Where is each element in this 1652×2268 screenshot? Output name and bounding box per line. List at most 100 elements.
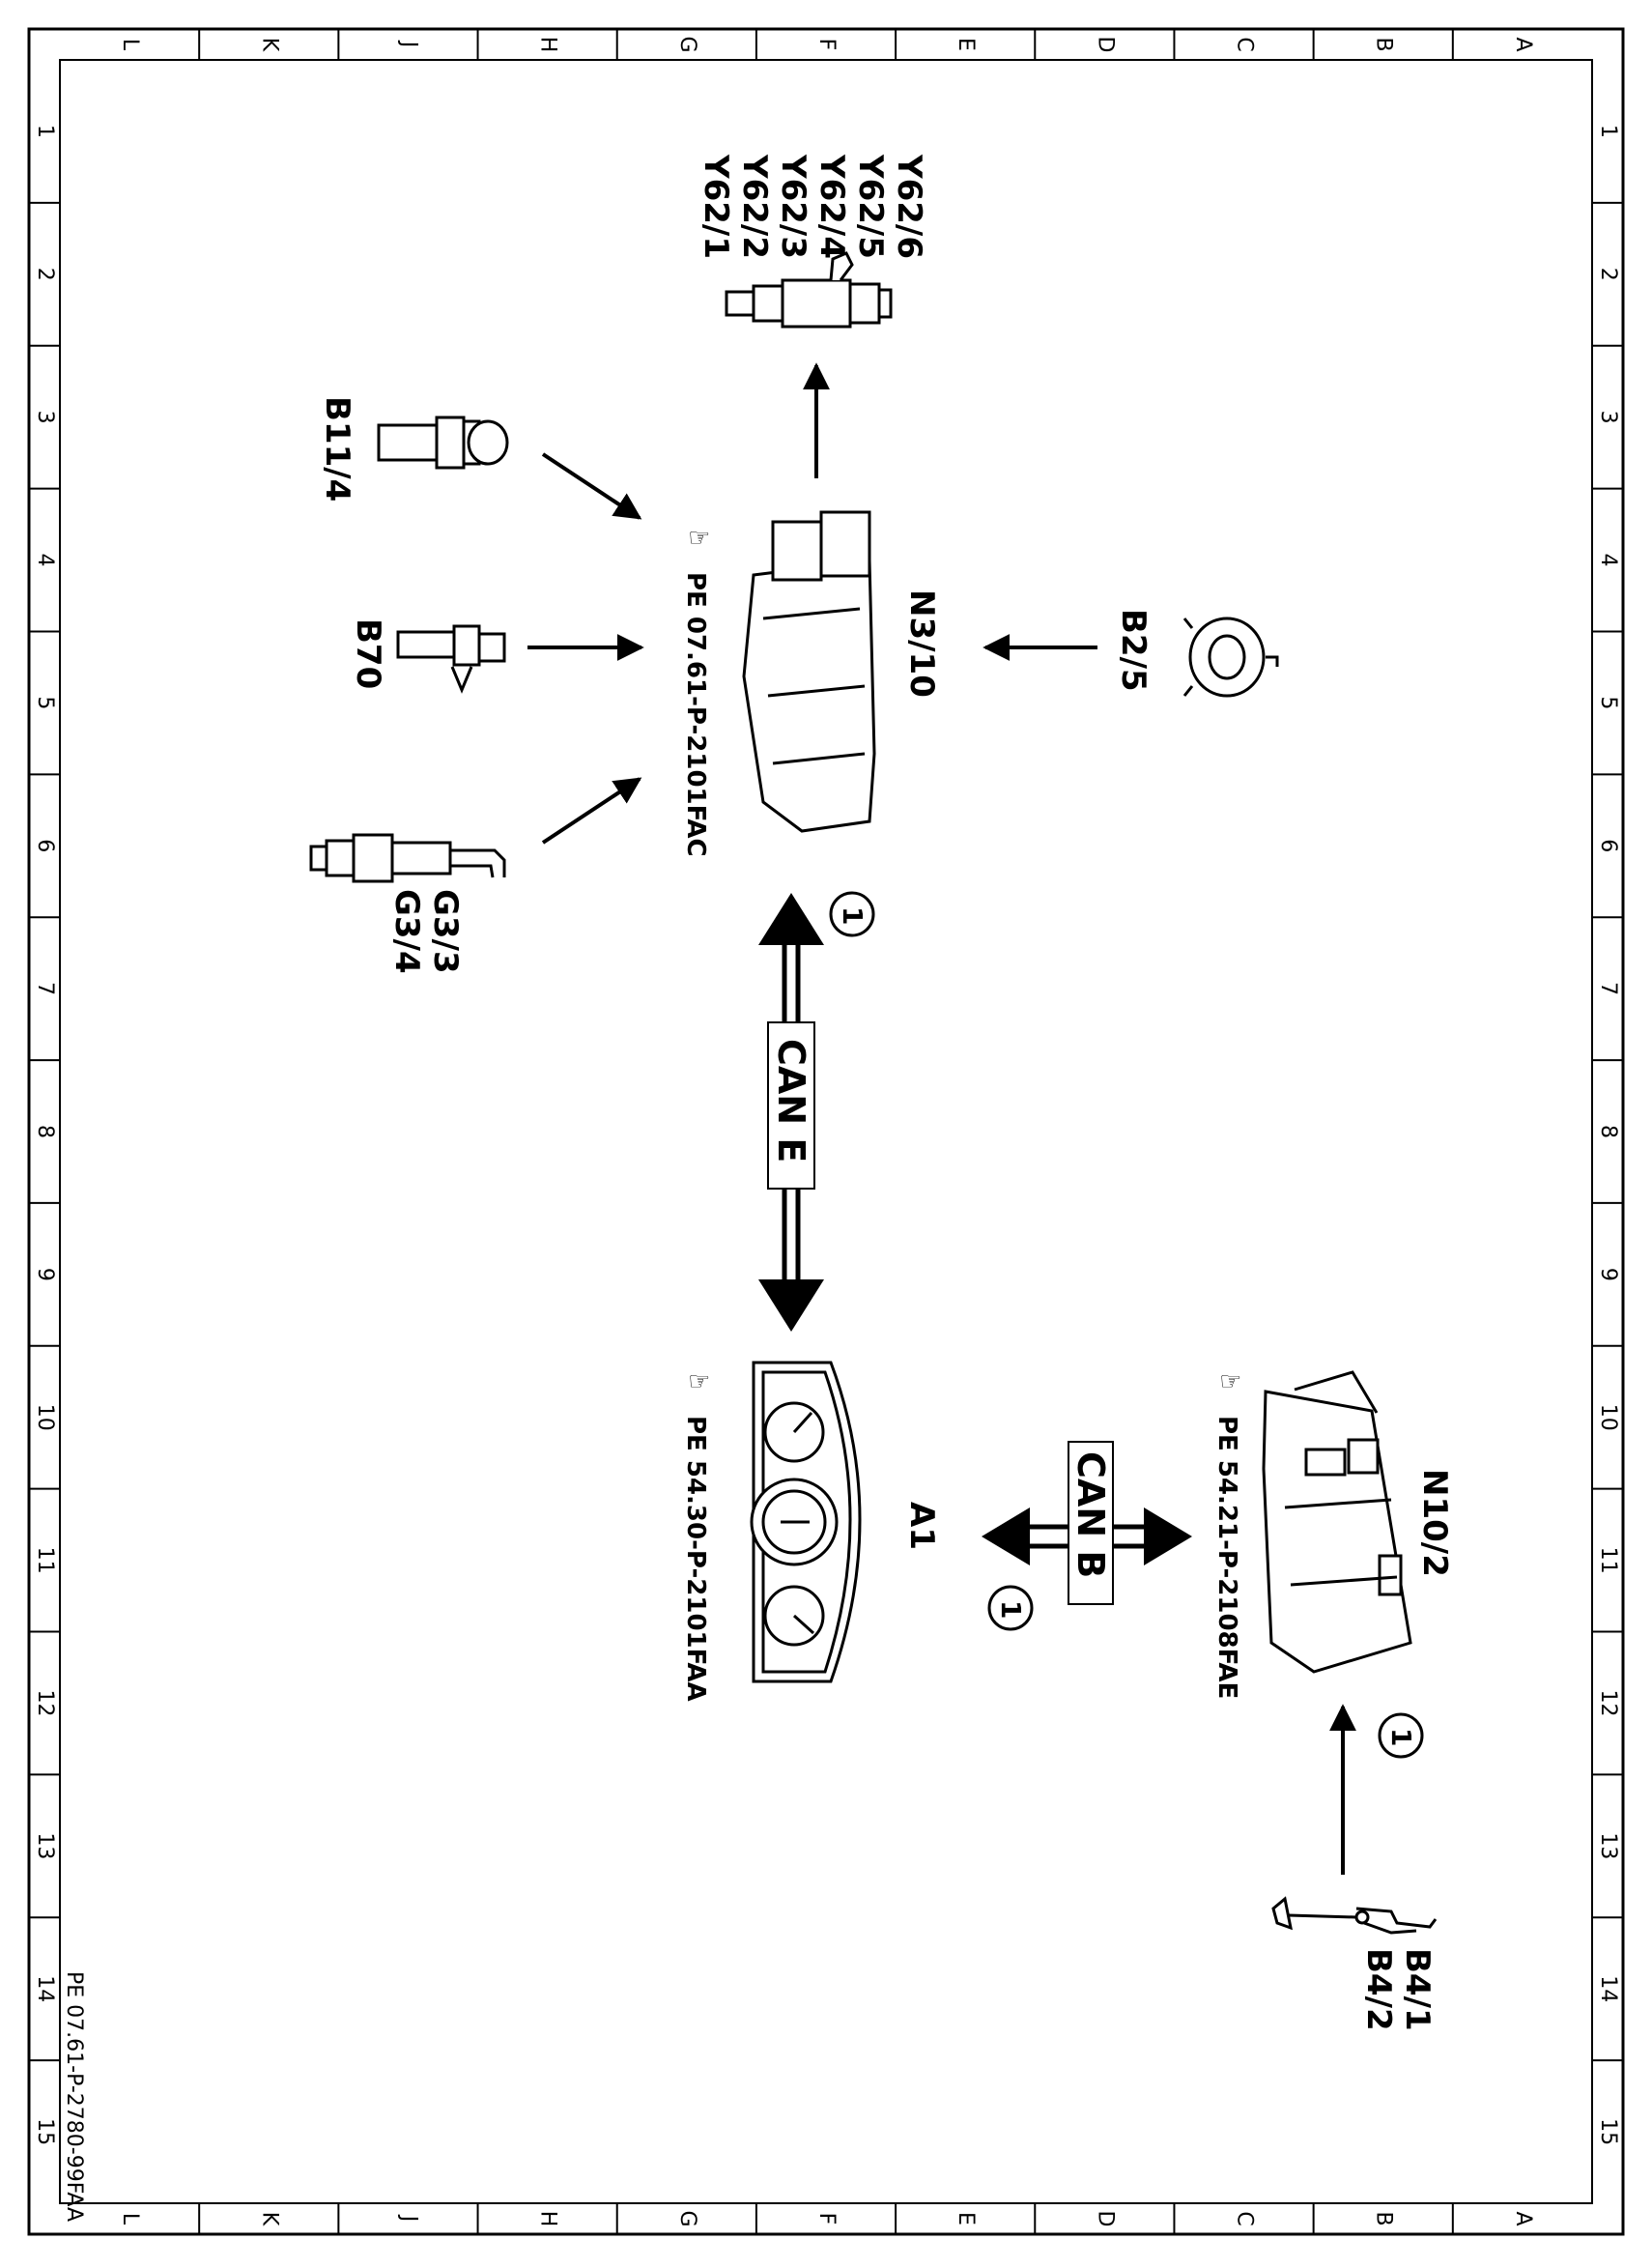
zone-row-label-right: 7: [1596, 982, 1620, 995]
zone-row-label-left: 1: [33, 125, 57, 138]
zone-col-label-bottom: G: [675, 2210, 699, 2226]
zone-col-label-top: K: [257, 38, 281, 52]
zone-col-label-bottom: J: [396, 2214, 420, 2223]
zone-row-label-left: 13: [33, 1832, 57, 1859]
zone-row-label-right: 11: [1596, 1547, 1620, 1574]
zone-row-label-right: 15: [1596, 2118, 1620, 2145]
callout-1-can-e: [829, 891, 875, 937]
zone-row-label-right: 6: [1596, 839, 1620, 852]
zone-col-label-bottom: K: [257, 2212, 281, 2226]
arrow-b11-4: [541, 452, 642, 520]
label-b2-5: B2/5: [1114, 609, 1153, 692]
label-g3-4: G3/4: [387, 889, 426, 974]
can-e-bus: [758, 893, 824, 1332]
callout-1-can-b-text: 1: [995, 1600, 1027, 1619]
inner-frame: [59, 59, 1593, 2204]
zone-row-label-left: 6: [33, 839, 57, 852]
label-y62-5: Y62/5: [851, 154, 890, 259]
label-y62-6: Y62/6: [890, 154, 928, 259]
outer-frame: [27, 27, 1625, 2236]
zone-col-label-top: B: [1372, 37, 1396, 51]
zone-row-label-right: 5: [1596, 696, 1620, 709]
zone-col-label-top: D: [1093, 37, 1117, 53]
sensor-b11-4-icon: [377, 416, 509, 470]
callout-1-b4-text: 1: [1385, 1728, 1417, 1746]
zone-row-label-right: 14: [1596, 1975, 1620, 2002]
zone-col-label-top: L: [118, 39, 142, 51]
zone-row-label-right: 10: [1596, 1404, 1620, 1431]
zone-row-label-right: 12: [1596, 1689, 1620, 1716]
zone-row-label-left: 4: [33, 554, 57, 567]
label-y62-4: Y62/4: [812, 154, 851, 259]
injector-y62-icon: [725, 251, 893, 329]
column-ticks: [198, 29, 1454, 2234]
zone-col-label-bottom: E: [954, 2212, 978, 2225]
zone-col-label-top: C: [1233, 37, 1257, 51]
zone-row-label-right: 4: [1596, 554, 1620, 567]
zone-row-label-left: 5: [33, 696, 57, 709]
zone-row-label-left: 9: [33, 1268, 57, 1281]
label-b4-2: B4/2: [1359, 1948, 1398, 2031]
label-n3-10: N3/10: [902, 589, 941, 698]
ref-n10-2: PE 54.21-P-2108FAE: [1212, 1416, 1241, 1699]
zone-row-label-right: 2: [1596, 268, 1620, 281]
zone-row-label-left: 3: [33, 411, 57, 424]
zone-col-label-bottom: B: [1372, 2211, 1396, 2225]
zone-col-label-top: A: [1511, 37, 1535, 51]
ref-n3-10: PE 07.61-P-2101FAC: [681, 572, 710, 857]
zone-col-label-bottom: A: [1511, 2211, 1535, 2225]
label-y62-2: Y62/2: [735, 154, 774, 259]
label-can-b: CAN B: [1069, 1451, 1112, 1578]
callout-1-can-e-text: 1: [837, 906, 869, 925]
ref-hand-icon-a1: ☞: [688, 1367, 710, 1396]
zone-col-label-top: H: [536, 37, 560, 53]
can-b-bus: [982, 1441, 1192, 1605]
zone-col-label-top: F: [814, 39, 839, 51]
callout-1-can-b: [987, 1585, 1034, 1631]
zone-col-label-bottom: D: [1093, 2211, 1117, 2227]
label-y62-3: Y62/3: [774, 154, 812, 259]
sensor-b4-icon: [1271, 1896, 1438, 1935]
zone-col-label-bottom: C: [1233, 2211, 1257, 2225]
sensor-b70-icon: [396, 624, 506, 694]
oxygen-sensor-g3-icon: [309, 833, 506, 883]
ref-hand-icon-n10-2: ☞: [1219, 1367, 1241, 1396]
zone-row-label-left: 7: [33, 982, 57, 995]
ecu-n3-10-icon: [742, 510, 876, 833]
zone-row-label-right: 1: [1596, 125, 1620, 138]
sensor-b2-5-icon: [1182, 617, 1279, 698]
label-b4-1: B4/1: [1398, 1948, 1437, 2031]
zone-row-label-left: 12: [33, 1689, 57, 1716]
zone-row-label-right: 3: [1596, 411, 1620, 424]
instrument-cluster-a1-icon: [750, 1361, 862, 1683]
zone-row-label-left: 11: [33, 1547, 57, 1574]
arrow-g3: [541, 777, 642, 845]
zone-row-label-left: 10: [33, 1404, 57, 1431]
label-n10-2: N10/2: [1415, 1469, 1454, 1577]
label-b11-4: B11/4: [318, 396, 356, 502]
label-b70: B70: [349, 618, 387, 689]
zone-row-label-right: 13: [1596, 1832, 1620, 1859]
zone-row-label-left: 8: [33, 1125, 57, 1138]
ref-hand-icon-n3-10: ☞: [688, 524, 710, 553]
zone-col-label-bottom: F: [814, 2213, 839, 2225]
zone-row-label-left: 2: [33, 268, 57, 281]
label-g3-3: G3/3: [426, 889, 465, 974]
callout-1-b4: [1378, 1712, 1424, 1759]
module-n10-2-icon: [1262, 1370, 1412, 1674]
zone-col-label-top: J: [396, 40, 420, 48]
label-a1: A1: [902, 1502, 941, 1550]
label-y62-1: Y62/1: [697, 154, 735, 259]
zone-col-label-bottom: H: [536, 2211, 560, 2227]
zone-col-label-top: G: [675, 36, 699, 52]
zone-row-label-left: 15: [33, 2118, 57, 2145]
zone-col-label-bottom: L: [118, 2213, 142, 2225]
zone-row-label-right: 8: [1596, 1125, 1620, 1138]
ref-a1: PE 54.30-P-2101FAA: [681, 1416, 710, 1702]
row-ticks: [29, 201, 1623, 2062]
zone-row-label-left: 14: [33, 1975, 57, 2002]
zone-col-label-top: E: [954, 38, 978, 51]
